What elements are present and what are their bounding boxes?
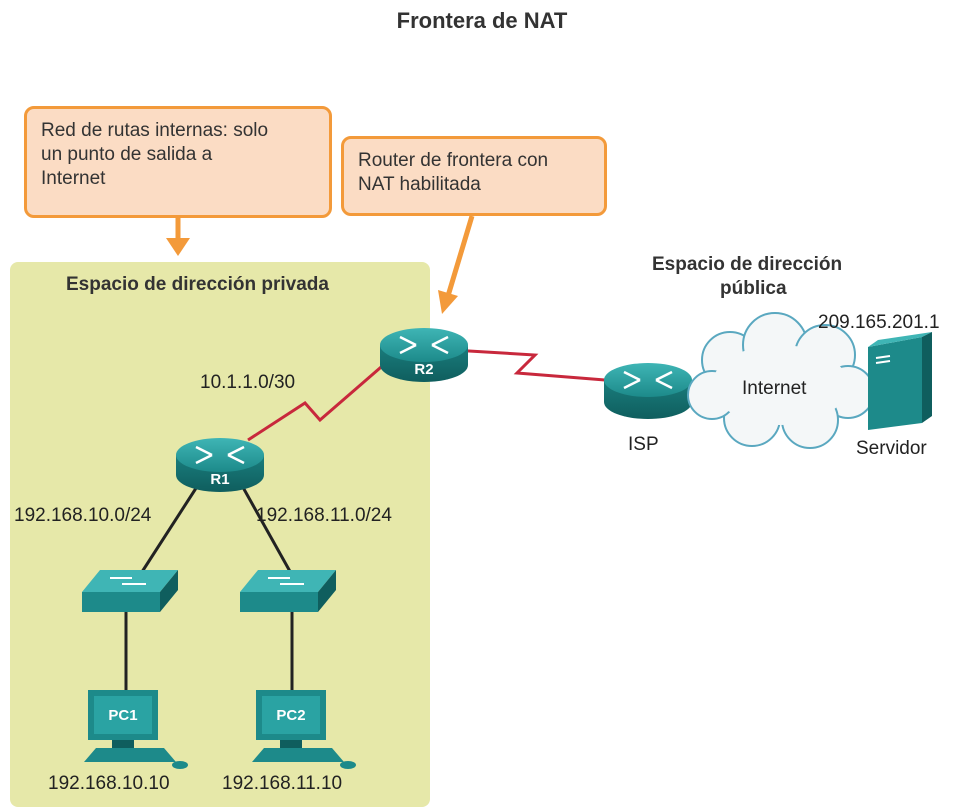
- server-label: Servidor: [856, 438, 927, 459]
- callout-internal-line-1: Red de rutas internas: solo: [41, 120, 269, 141]
- link-r1-switch1: [138, 481, 202, 576]
- pc2-ip-label: 192.168.11.10: [222, 773, 343, 794]
- router-arrows-icon: [195, 445, 245, 465]
- callout-border-line-1: Router de frontera con: [358, 150, 549, 171]
- isp-label: ISP: [628, 434, 659, 455]
- pc1-label: PC1: [108, 707, 137, 724]
- private-zone-label: Espacio de dirección privada: [66, 274, 329, 295]
- callout-arrows: [166, 215, 475, 314]
- server-ip-label: 209.165.201.1: [818, 312, 940, 333]
- internet-label: Internet: [742, 378, 807, 399]
- public-zone-label-line1: Espacio de dirección: [652, 254, 843, 275]
- serial-link-r2-isp: [451, 348, 606, 382]
- router-r1-label: R1: [210, 471, 229, 488]
- pc2-label: PC2: [276, 707, 305, 724]
- pc1-icon: PC1: [84, 690, 188, 769]
- server-icon: [868, 332, 932, 430]
- callout-internal-network: Red de rutas internas: solo un punto de …: [24, 106, 332, 218]
- network-links: [124, 348, 606, 690]
- callout-internal-line-3: Internet: [41, 168, 106, 189]
- private-address-zone: [10, 262, 430, 807]
- callout-border-line-2: NAT habilitada: [358, 174, 481, 195]
- serial-link-r1-r2: [247, 353, 396, 442]
- pc2-icon: PC2: [252, 690, 356, 769]
- router-arrows-icon: [399, 335, 449, 355]
- switch-1-icon: [82, 570, 178, 612]
- router-isp: [604, 363, 692, 419]
- router-r2-label: R2: [414, 361, 433, 378]
- switch-2-icon: [240, 570, 336, 612]
- public-zone-label-line2: pública: [720, 278, 787, 299]
- router-r2: R2: [380, 328, 468, 382]
- router-r1: R1: [176, 438, 264, 492]
- pc1-ip-label: 192.168.10.10: [48, 773, 170, 794]
- r1-r2-subnet-label: 10.1.1.0/30: [200, 372, 296, 393]
- callout-internal-line-2: un punto de salida a: [41, 144, 213, 165]
- link-r1-switch2: [238, 481, 294, 576]
- internet-cloud-icon: [687, 312, 875, 449]
- diagram-title: Frontera de NAT: [396, 8, 568, 33]
- lan2-subnet-label: 192.168.11.0/24: [256, 505, 392, 526]
- callout-border-router: Router de frontera con NAT habilitada: [341, 136, 607, 216]
- router-arrows-icon: [623, 370, 673, 390]
- lan1-subnet-label: 192.168.10.0/24: [14, 505, 152, 526]
